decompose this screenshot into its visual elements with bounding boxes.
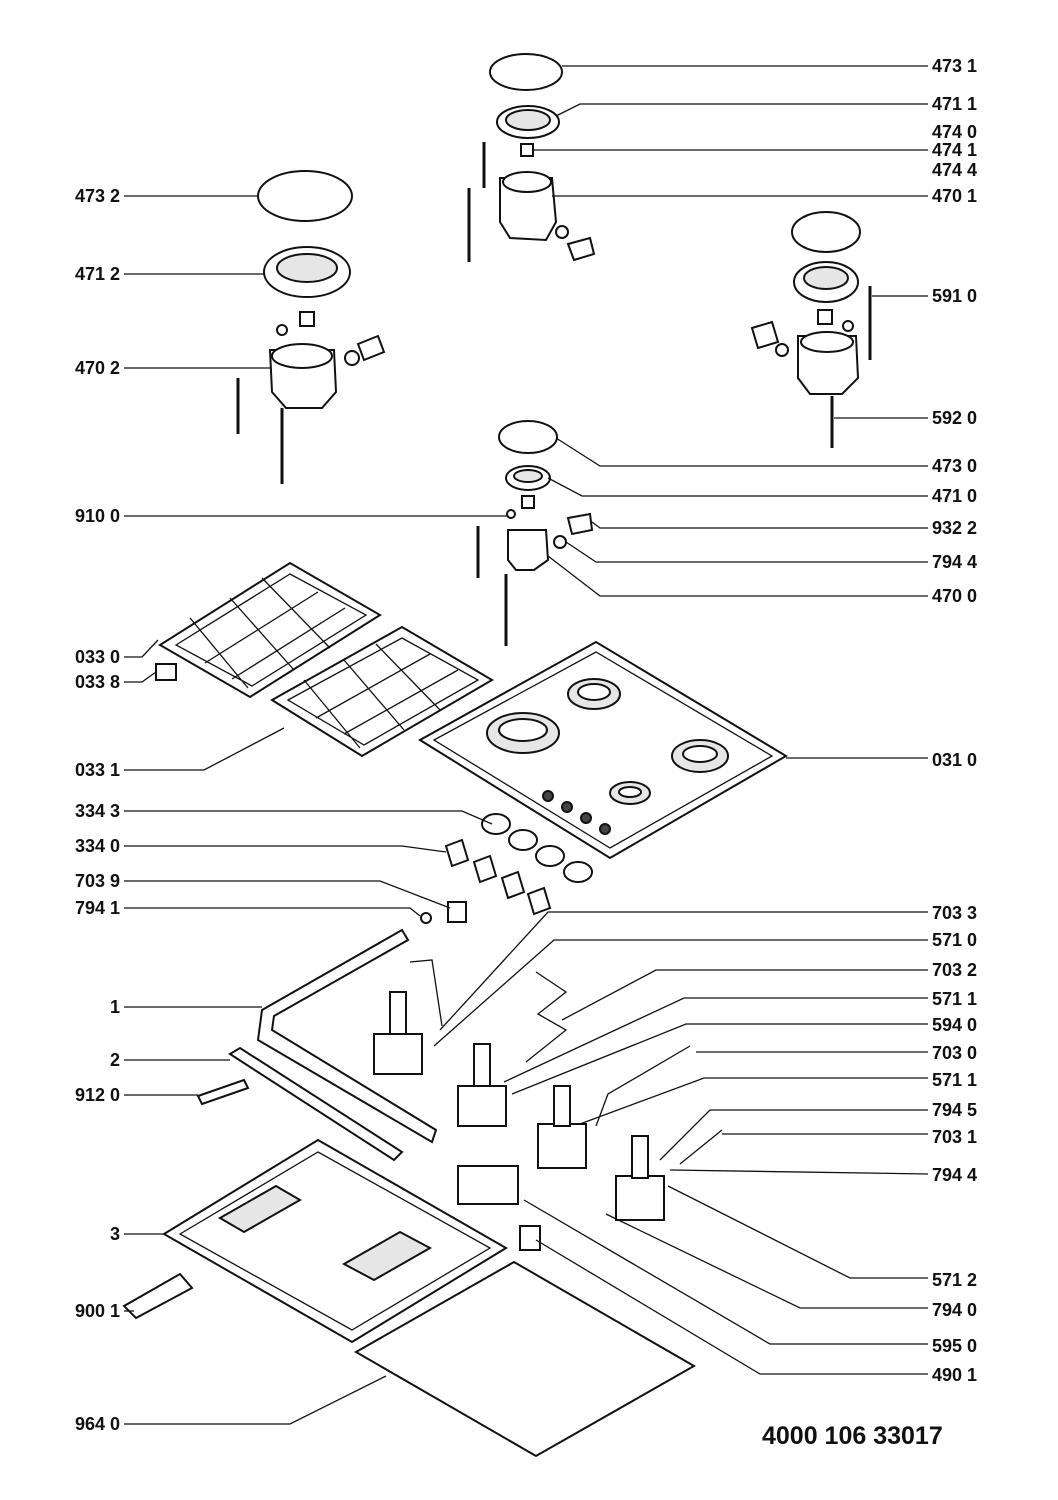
document-number: 4000 106 33017 [762,1422,943,1450]
part-label-703-1: 703 1 [932,1127,978,1147]
part-label-794-4-lower: 794 4 [932,1165,978,1185]
bottom-tray [122,1138,697,1458]
burner-top-center [467,53,596,262]
part-label-471-0: 471 0 [932,486,978,506]
burner-top-left [236,170,386,484]
part-label-474-1: 474 1 [932,140,978,160]
part-label-474-4: 474 4 [932,160,978,180]
part-label-794-4-upper: 794 4 [932,552,978,572]
part-label-794-0: 794 0 [932,1300,978,1320]
part-label-900-1: 900 1 [74,1301,120,1321]
part-label-033-0: 033 0 [74,647,120,667]
part-label-474-0: 474 0 [932,122,978,142]
part-label-471-2: 471 2 [74,264,120,284]
part-label-1: 1 [109,997,120,1017]
part-label-591-0: 591 0 [932,286,978,306]
part-label-033-8: 033 8 [74,672,120,692]
part-label-964-0: 964 0 [74,1414,120,1434]
control-knobs [444,813,593,916]
part-label-334-0: 334 0 [74,836,120,856]
part-label-490-1: 490 1 [932,1365,978,1385]
part-label-571-1-lower: 571 1 [932,1070,978,1090]
part-label-334-3: 334 3 [74,801,120,821]
leader-lines [124,65,929,1425]
part-label-794-1: 794 1 [74,898,120,918]
part-label-470-2: 470 2 [74,358,120,378]
part-label-592-0: 592 0 [932,408,978,428]
part-label-910-0: 910 0 [74,506,120,526]
part-label-571-0: 571 0 [932,930,978,950]
burner-center-small [476,420,594,646]
part-label-703-0: 703 0 [932,1043,978,1063]
part-label-031-0: 031 0 [932,750,978,770]
part-label-703-9: 703 9 [74,871,120,891]
pan-supports [155,561,494,758]
part-label-473-1: 473 1 [932,56,978,76]
part-label-703-2: 703 2 [932,960,978,980]
burner-right [750,211,872,448]
part-label-033-1: 033 1 [74,760,120,780]
part-label-473-0: 473 0 [932,456,978,476]
part-label-794-5: 794 5 [932,1100,978,1120]
part-label-470-0: 470 0 [932,586,978,606]
part-label-470-1: 470 1 [932,186,978,206]
part-label-703-3: 703 3 [932,903,978,923]
hob-top-plate [418,640,788,860]
gas-valves [373,959,723,1221]
part-label-932-2: 932 2 [932,518,978,538]
gas-rail-assembly [196,901,541,1251]
part-label-594-0: 594 0 [932,1015,978,1035]
part-label-3: 3 [109,1224,120,1244]
part-label-2: 2 [109,1050,120,1070]
part-label-595-0: 595 0 [932,1336,978,1356]
part-label-571-2: 571 2 [932,1270,978,1290]
part-label-471-1: 471 1 [932,94,978,114]
part-label-912-0: 912 0 [74,1085,120,1105]
part-label-473-2: 473 2 [74,186,120,206]
part-label-571-1-upper: 571 1 [932,989,978,1009]
